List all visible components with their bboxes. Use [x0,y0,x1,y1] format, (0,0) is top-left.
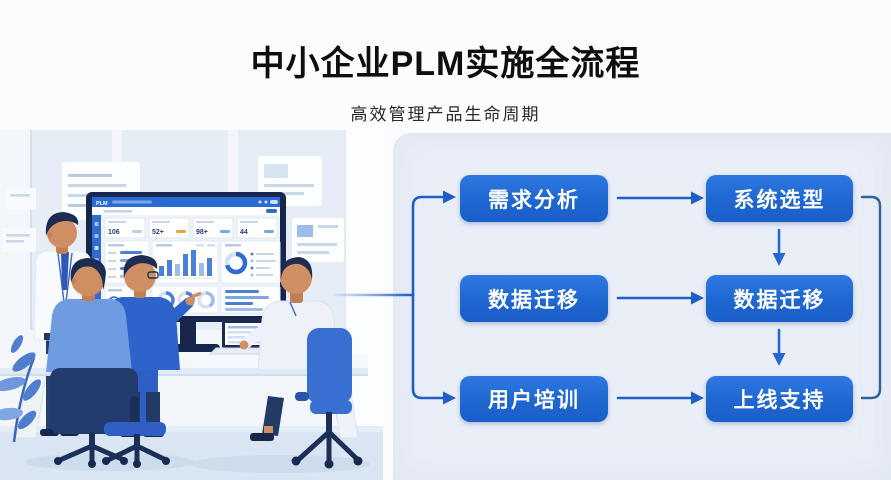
office-meeting-illustration: PLM [0,130,383,480]
dashboard-brand: PLM [96,201,108,207]
donut-chart-card [220,240,281,284]
page-subtitle: 高效管理产品生命周期 [350,105,541,124]
monitor-stand [180,320,196,348]
office-floor [0,426,383,480]
kpi-value-4: 44 [240,229,248,236]
person-back-view [46,258,132,372]
dashboard-header-bar [92,197,280,207]
flow-step-system-selection: 系统选型 [706,175,853,222]
bar-chart-card [151,240,219,284]
dashboard-monitor: PLM [86,192,286,352]
page-title: 中小企业PLM实施全流程 [250,45,641,83]
flow-step-data-migration-left: 数据迁移 [460,275,608,322]
kpi-cards: 106 52+ 98+ 44 [104,217,278,239]
chair-navy [50,368,139,468]
plant [0,335,41,443]
chair-center-base [102,422,170,468]
header: 中小企业PLM实施全流程 高效管理产品生命周期 [0,0,891,125]
flow-step-user-training: 用户培训 [460,376,608,422]
flow-step-golive-support: 上线支持 [706,376,853,422]
flow-step-data-migration-right: 数据迁移 [706,275,853,322]
flow-step-requirements-analysis: 需求分析 [460,175,608,222]
illustration-svg: PLM [0,130,383,480]
kpi-value-2: 52+ [152,229,164,236]
glasses-icon [147,271,159,279]
kpi-value-3: 98+ [196,229,208,236]
kpi-value-1: 106 [108,229,120,236]
chair-blue-right [291,328,363,469]
